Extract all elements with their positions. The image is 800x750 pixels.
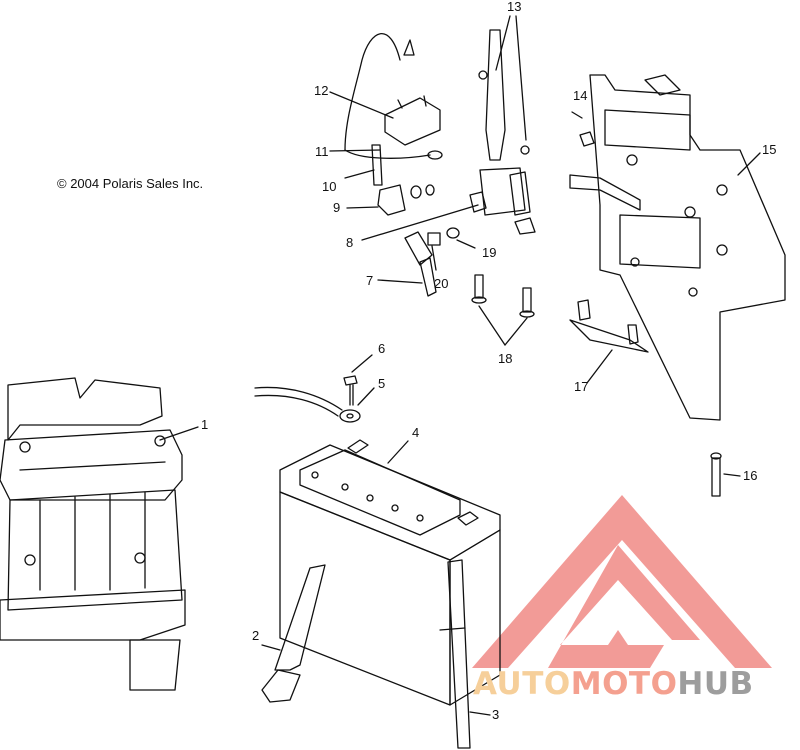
callout-2: 2 [252, 628, 260, 643]
watermark-moto: MOTO [570, 666, 678, 702]
callout-17: 17 [574, 379, 589, 394]
solenoid-part [361, 15, 536, 241]
callout-3: 3 [492, 707, 500, 722]
relay-part [329, 33, 443, 216]
callout-1: 1 [201, 417, 209, 432]
callout-14: 14 [573, 88, 588, 103]
callout-15: 15 [762, 142, 777, 157]
watermark-auto: AUTO [473, 666, 571, 702]
callout-6: 6 [378, 341, 386, 356]
callout-7: 7 [366, 273, 374, 288]
callout-13: 13 [507, 0, 522, 14]
callout-10: 10 [322, 179, 337, 194]
mounting-bracket-part [569, 74, 786, 497]
terminal-boot-part [377, 227, 476, 297]
callout-8: 8 [346, 235, 354, 250]
watermark-text: AUTOMOTOHUB [473, 666, 754, 702]
callout-11: 11 [315, 144, 329, 159]
copyright-notice: © 2004 Polaris Sales Inc. [57, 176, 204, 191]
watermark-logo [472, 495, 772, 668]
callout-19: 19 [482, 245, 497, 260]
callout-12: 12 [314, 83, 329, 98]
callout-18: 18 [498, 351, 513, 366]
bolts-part [471, 274, 535, 346]
watermark-hub: HUB [677, 666, 754, 702]
battery-part [279, 439, 501, 706]
callout-20: 20 [434, 276, 449, 291]
callout-5: 5 [378, 376, 386, 391]
battery-box-part [0, 377, 199, 691]
cable-bolt-part [254, 354, 375, 423]
vent-tube-part [439, 559, 491, 749]
callout-9: 9 [333, 200, 341, 215]
callout-4: 4 [412, 425, 420, 440]
callout-16: 16 [743, 468, 758, 483]
strap-part [261, 564, 326, 703]
